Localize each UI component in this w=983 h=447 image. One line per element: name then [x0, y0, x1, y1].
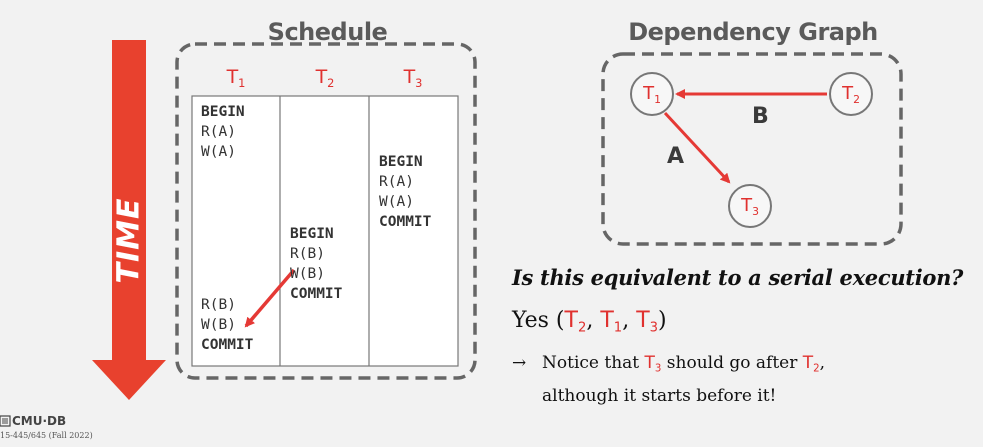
cmu-logo-icon	[0, 415, 11, 427]
op-t3-ra: R(A)	[379, 174, 414, 190]
op-t1-ra: R(A)	[201, 124, 236, 140]
graph-box	[601, 52, 903, 246]
schedule-title: Schedule	[267, 18, 388, 46]
answer-text: Yes (T2, T1, T3)	[512, 308, 667, 336]
op-t2-begin: BEGIN	[290, 226, 334, 242]
conflict-arrow	[244, 268, 296, 328]
op-t1-begin: BEGIN	[201, 104, 245, 120]
edge-t1-t3	[663, 111, 731, 184]
time-label: TIME	[111, 197, 147, 283]
edge-label-b: B	[752, 104, 769, 129]
note-text: →Notice that T3 should go after T2, alth…	[512, 350, 825, 410]
op-t3-wa: W(A)	[379, 194, 414, 210]
arrow-right-icon: →	[512, 353, 527, 373]
tx-header-t1: T1	[226, 66, 246, 90]
graph-title: Dependency Graph	[628, 18, 878, 46]
question-text: Is this equivalent to a serial execution…	[512, 265, 964, 290]
op-t1-wb: W(B)	[201, 317, 236, 333]
node-t2: T2	[829, 72, 873, 116]
op-t1-commit: COMMIT	[201, 337, 254, 353]
op-t1-rb: R(B)	[201, 297, 236, 313]
time-arrow	[92, 40, 166, 400]
node-t3: T3	[728, 184, 772, 228]
course-label: 15-445/645 (Fall 2022)	[0, 431, 93, 440]
schedule-table	[191, 95, 459, 367]
tx-header-t2: T2	[315, 66, 335, 90]
node-t1: T1	[630, 72, 674, 116]
op-t2-wb: W(B)	[290, 266, 325, 282]
schedule-box	[175, 42, 477, 380]
edge-label-a: A	[667, 144, 685, 169]
op-t3-begin: BEGIN	[379, 154, 423, 170]
tx-header-t3: T3	[403, 66, 423, 90]
cmu-db-logo: CMU·DB	[12, 414, 67, 428]
op-t3-commit: COMMIT	[379, 214, 432, 230]
op-t2-commit: COMMIT	[290, 286, 343, 302]
op-t1-wa: W(A)	[201, 144, 236, 160]
op-t2-rb: R(B)	[290, 246, 325, 262]
